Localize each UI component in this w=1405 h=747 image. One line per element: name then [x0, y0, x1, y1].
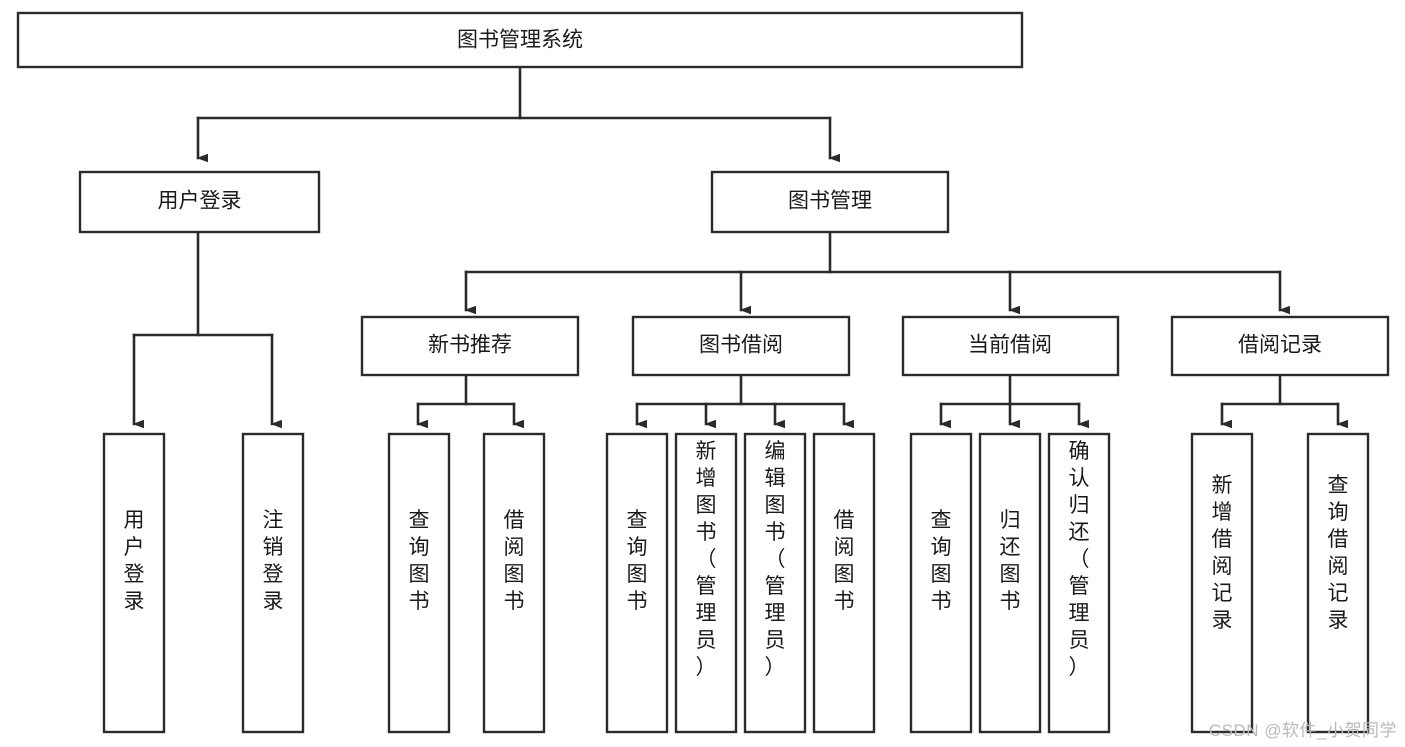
node-new-book-recommend-label: 新书推荐	[428, 334, 512, 357]
leaf-new-book-1[interactable]: 查询图书	[387, 432, 451, 734]
connector-group-user-login	[132, 230, 282, 429]
leaf-borrow-record-1-label: 新增借阅记录	[1212, 474, 1233, 632]
leaf-current-borrow-3-label: 确认归还（管理员）	[1069, 440, 1090, 679]
node-new-book-recommend[interactable]: 新书推荐	[360, 315, 580, 377]
leaf-current-borrow-1[interactable]: 查询图书	[909, 432, 973, 734]
node-book-manage[interactable]: 图书管理	[710, 170, 950, 234]
node-current-borrow-box[interactable]	[901, 315, 1120, 377]
connector-group-current-borrow	[939, 373, 1089, 429]
connector-group-new-book	[416, 373, 524, 429]
leaf-borrow-record-2-box[interactable]	[1306, 432, 1370, 734]
leaf-book-borrow-2-label: 新增图书（管理员）	[696, 440, 717, 679]
leaf-new-book-2-box[interactable]	[482, 432, 546, 734]
leaf-book-borrow-2-box[interactable]	[674, 432, 738, 734]
leaf-user-login-1[interactable]: 用户登录	[102, 432, 166, 734]
leaf-new-book-2-label: 借阅图书	[504, 509, 525, 613]
connector-group-book-manage	[464, 230, 1290, 315]
leaf-user-login-2[interactable]: 注销登录	[241, 432, 305, 734]
leaf-borrow-record-2[interactable]: 查询借阅记录	[1306, 432, 1370, 734]
leaf-new-book-1-label: 查询图书	[409, 509, 430, 613]
leaf-book-borrow-3[interactable]: 编辑图书（管理员）	[743, 432, 807, 734]
connector-group-book-borrow	[635, 373, 854, 429]
node-user-login[interactable]: 用户登录	[78, 170, 321, 234]
leaf-user-login-1-box[interactable]	[102, 432, 166, 734]
connector-group-root	[196, 65, 840, 163]
node-book-borrow-box[interactable]	[631, 315, 851, 377]
leaf-borrow-record-2-label: 查询借阅记录	[1328, 474, 1349, 632]
node-user-login-label: 用户登录	[158, 190, 242, 213]
leaf-current-borrow-2-label: 归还图书	[1000, 509, 1021, 613]
node-book-borrow[interactable]: 图书借阅	[631, 315, 851, 377]
leaf-user-login-1-label: 用户登录	[124, 509, 145, 613]
leaf-current-borrow-2[interactable]: 归还图书	[978, 432, 1042, 734]
node-new-book-recommend-box[interactable]	[360, 315, 580, 377]
leaf-new-book-2[interactable]: 借阅图书	[482, 432, 546, 734]
leaf-current-borrow-1-label: 查询图书	[931, 509, 952, 613]
leaf-user-login-2-label: 注销登录	[263, 509, 284, 613]
node-root-box[interactable]	[16, 11, 1024, 69]
leaf-book-borrow-2[interactable]: 新增图书（管理员）	[674, 432, 738, 734]
leaf-book-borrow-3-box[interactable]	[743, 432, 807, 734]
node-user-login-box[interactable]	[78, 170, 321, 234]
leaf-borrow-record-1[interactable]: 新增借阅记录	[1190, 432, 1254, 734]
leaf-book-borrow-4-label: 借阅图书	[834, 509, 855, 613]
node-borrow-record-label: 借阅记录	[1238, 334, 1322, 357]
node-borrow-record-box[interactable]	[1170, 315, 1390, 377]
node-borrow-record[interactable]: 借阅记录	[1170, 315, 1390, 377]
leaf-current-borrow-3[interactable]: 确认归还（管理员）	[1047, 432, 1111, 734]
leaf-book-borrow-3-label: 编辑图书（管理员）	[765, 440, 786, 679]
leaf-book-borrow-1-box[interactable]	[605, 432, 669, 734]
leaf-book-borrow-1[interactable]: 查询图书	[605, 432, 669, 734]
leaf-book-borrow-1-label: 查询图书	[627, 509, 648, 613]
node-root-book-management-system[interactable]: 图书管理系统	[16, 11, 1024, 69]
leaf-current-borrow-1-box[interactable]	[909, 432, 973, 734]
connector-group-borrow-record	[1220, 373, 1348, 429]
leaf-new-book-1-box[interactable]	[387, 432, 451, 734]
leaf-user-login-2-box[interactable]	[241, 432, 305, 734]
node-current-borrow[interactable]: 当前借阅	[901, 315, 1120, 377]
node-book-borrow-label: 图书借阅	[699, 334, 783, 357]
node-book-manage-box[interactable]	[710, 170, 950, 234]
leaf-book-borrow-4[interactable]: 借阅图书	[812, 432, 876, 734]
node-root-label: 图书管理系统	[457, 29, 583, 52]
leaf-book-borrow-4-box[interactable]	[812, 432, 876, 734]
node-book-manage-label: 图书管理	[788, 190, 872, 213]
node-current-borrow-label: 当前借阅	[968, 334, 1052, 357]
leaf-borrow-record-1-box[interactable]	[1190, 432, 1254, 734]
csdn-watermark: CSDN @软件_小贺同学	[1208, 721, 1397, 740]
leaf-current-borrow-2-box[interactable]	[978, 432, 1042, 734]
leaf-current-borrow-3-box[interactable]	[1047, 432, 1111, 734]
